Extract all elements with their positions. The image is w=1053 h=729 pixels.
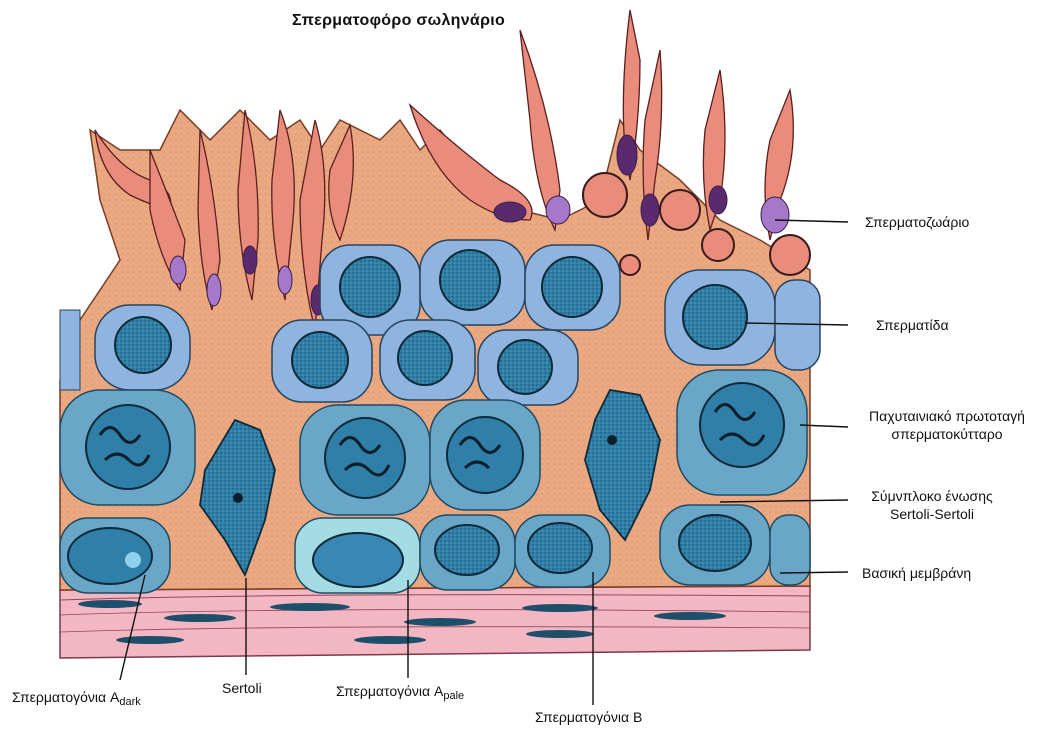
figure-title: Σπερματοφόρο σωληνάριο	[292, 12, 505, 30]
spermatogonia-a-dark-cell	[60, 518, 170, 593]
label-pachytene-line2: σπερματοκύτταρο	[852, 425, 1042, 443]
label-pachytene: Παχυταινιακό πρωτοταγή σπερματοκύτταρο	[852, 407, 1042, 443]
spermatogonia-a-pale-cell	[295, 518, 420, 593]
label-spermatogonia-a-pale: Σπερματογόνια Apale	[336, 682, 464, 705]
label-basal-membrane: Βασική μεμβράνη	[862, 564, 971, 582]
label-sertoli: Sertoli	[222, 679, 262, 697]
label-spermatogonia-a-pale-main: Σπερματογόνια A	[336, 683, 443, 699]
label-pachytene-line1: Παχυταινιακό πρωτοταγή	[852, 407, 1042, 425]
label-spermatogonia-a-dark-sub: dark	[119, 696, 140, 708]
label-spermatogonia-a-pale-sub: pale	[443, 690, 464, 702]
label-spermatid: Σπερματίδα	[876, 316, 949, 334]
label-junction-line2: Sertoli-Sertoli	[852, 505, 1012, 523]
label-spermatogonia-b: Σπερματογόνια B	[535, 708, 642, 726]
label-spermatozoon: Σπερματοζωάριο	[865, 213, 969, 231]
basal-layer	[60, 586, 810, 658]
label-spermatogonia-a-dark-main: Σπερματογόνια A	[12, 689, 119, 705]
label-junction-line1: Σύμνπλοκο ένωσης	[852, 487, 1012, 505]
label-spermatogonia-a-dark: Σπερματογόνια Adark	[12, 688, 141, 711]
label-junction: Σύμνπλοκο ένωσης Sertoli-Sertoli	[852, 487, 1012, 523]
